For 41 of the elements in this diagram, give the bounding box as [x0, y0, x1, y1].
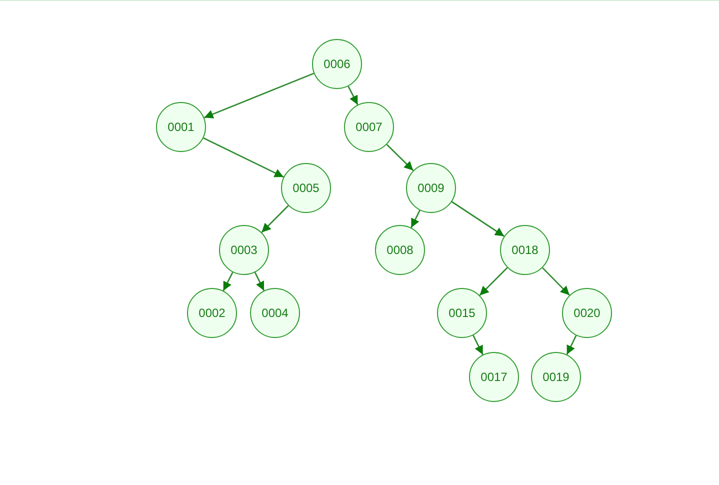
- arrow: [348, 86, 358, 106]
- node-label: 0017: [480, 370, 508, 384]
- node-label: 0007: [356, 120, 382, 134]
- tree-node-circle: [156, 102, 206, 152]
- tree-node-circle: [562, 288, 612, 338]
- tree-node-circle: [187, 288, 237, 338]
- node-label: 0006: [324, 57, 350, 71]
- node-label: 0004: [262, 306, 288, 320]
- tree-node-circle: [531, 352, 581, 402]
- arrow: [222, 272, 234, 292]
- node-label: 0020: [574, 306, 600, 320]
- tree-node-circle: [406, 163, 456, 213]
- node-label: 0005: [292, 181, 320, 195]
- arrow: [410, 210, 420, 228]
- tree-node-circle: [312, 39, 362, 89]
- tree-node-circle: [469, 352, 519, 402]
- arrow: [566, 335, 577, 355]
- node-label: 0015: [448, 306, 476, 320]
- tree-node-circle: [344, 102, 394, 152]
- tree-node-circle: [375, 225, 425, 275]
- arrow: [254, 272, 265, 291]
- node-label: 0008: [386, 243, 414, 257]
- arrow: [386, 144, 414, 171]
- arrow: [479, 267, 508, 296]
- node-label: 0002: [198, 306, 226, 320]
- arrow: [451, 201, 505, 237]
- node-label: 0019: [542, 370, 570, 384]
- arrow: [204, 72, 314, 118]
- node-label: 0009: [418, 181, 444, 195]
- tree-node-circle: [437, 288, 487, 338]
- tree-node-circle: [281, 163, 331, 213]
- tree-node-circle: [250, 288, 300, 338]
- arrow: [542, 267, 570, 296]
- node-label: 0003: [230, 243, 258, 257]
- arrow: [261, 205, 289, 233]
- arrow: [203, 137, 284, 178]
- tree-node-circle: [219, 225, 269, 275]
- node-label: 0001: [168, 120, 194, 134]
- tree-node-circle: [500, 225, 550, 275]
- node-label: 0018: [512, 243, 538, 257]
- arrow: [472, 335, 484, 355]
